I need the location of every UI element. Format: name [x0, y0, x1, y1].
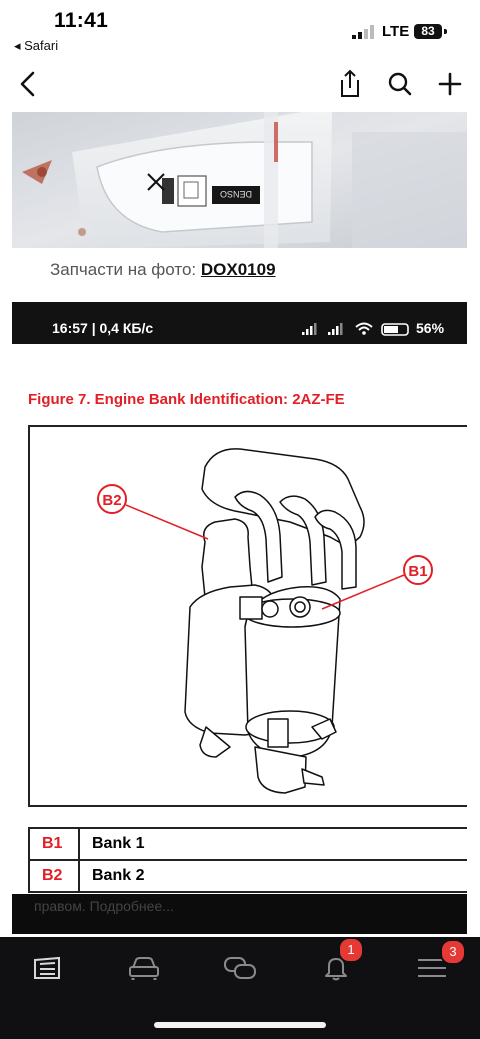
- back-to-safari-link[interactable]: ◂ Safari: [14, 38, 59, 53]
- legend-label: Bank 1: [78, 827, 467, 861]
- plus-icon: [438, 72, 462, 96]
- bell-icon: [325, 958, 347, 981]
- home-indicator[interactable]: [154, 1022, 326, 1028]
- legend-label: Bank 2: [78, 859, 467, 893]
- exhaust-manifold-diagram: B2 B1: [97, 448, 433, 794]
- status-time: 11:41: [54, 9, 109, 32]
- chevron-left-icon: [20, 71, 35, 97]
- part-code-link[interactable]: DOX0109: [200, 260, 276, 279]
- post-screenshot-image[interactable]: 16:57 | 0,4 КБ/с 56% Figure 7. Engine Ba…: [12, 302, 467, 934]
- car-icon: [129, 957, 159, 980]
- battery-indicator: 83: [414, 24, 442, 39]
- chat-icon: [224, 957, 256, 979]
- embedded-footer-text: правом. Подробнее...: [34, 898, 174, 914]
- search-icon: [388, 72, 412, 96]
- cellular-signal-icon: [352, 25, 374, 39]
- post-photo[interactable]: DENSO: [12, 112, 467, 248]
- network-type: LTE: [382, 23, 410, 40]
- search-button[interactable]: [380, 62, 420, 106]
- embedded-signal-wifi-battery-icons: [302, 322, 409, 336]
- legend-row: B2 Bank 2: [28, 859, 467, 893]
- share-icon: [341, 69, 359, 97]
- add-button[interactable]: [430, 62, 470, 106]
- legend-code: B1: [28, 827, 80, 861]
- status-bar: 11:41 ◂ Safari LTE 83: [0, 0, 480, 60]
- parts-label: Запчасти на фото:: [50, 260, 197, 279]
- app-toolbar: [0, 62, 480, 108]
- battery-cap: [444, 29, 447, 34]
- embedded-battery-percent: 56%: [416, 320, 445, 336]
- nav-menu[interactable]: 3: [384, 937, 480, 999]
- nav-feed[interactable]: [0, 937, 96, 999]
- figure-title: Figure 7. Engine Bank Identification: 2A…: [28, 391, 345, 408]
- package-brand-text: DENSO: [220, 189, 252, 199]
- nav-notifications[interactable]: 1: [288, 937, 384, 999]
- figure-diagram-frame: B2 B1: [28, 425, 467, 807]
- callout-b2: B2: [102, 492, 121, 509]
- back-button[interactable]: [8, 62, 48, 106]
- nav-messages[interactable]: [192, 937, 288, 999]
- nav-garage[interactable]: [96, 937, 192, 999]
- notifications-badge: 1: [338, 937, 364, 963]
- menu-badge: 3: [440, 939, 466, 965]
- embedded-status-time: 16:57 | 0,4 КБ/с: [52, 320, 154, 336]
- bank-legend-table: B1 Bank 1 B2 Bank 2: [28, 827, 467, 893]
- callout-b1: B1: [408, 563, 427, 580]
- embedded-footer-strip: [12, 894, 467, 934]
- legend-row: B1 Bank 1: [28, 827, 467, 861]
- feed-icon: [34, 956, 60, 979]
- embedded-status-bar: 16:57 | 0,4 КБ/с 56%: [12, 302, 467, 344]
- sensor-package-image: DENSO: [12, 112, 467, 248]
- share-button[interactable]: [330, 62, 370, 106]
- parts-on-photo: Запчасти на фото: DOX0109: [50, 260, 276, 280]
- bottom-nav-bar: 1 3: [0, 937, 480, 1039]
- legend-code: B2: [28, 859, 80, 893]
